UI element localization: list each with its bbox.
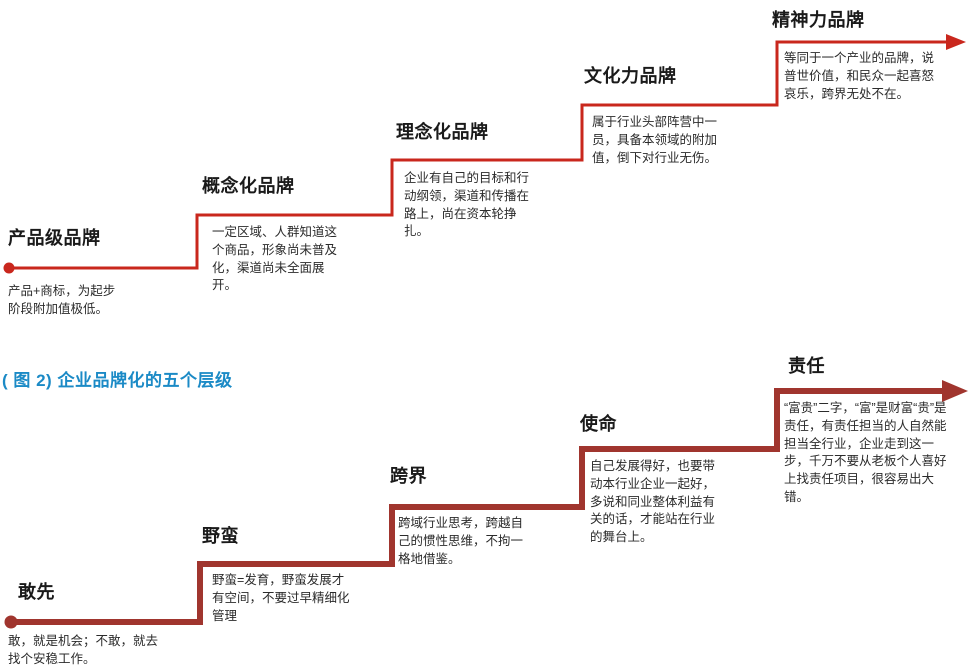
stage-step-5-description: “富贵”二字，“富”是财富“贵”是责任，有责任担当的人自然能担当全行业，企业走到…	[784, 401, 947, 504]
stage-step-3-description: 跨域行业思考，跨越自己的惯性思维，不拘一格地借鉴。	[398, 516, 524, 566]
figure-caption: ( 图 2) 企业品牌化的五个层级	[2, 371, 233, 390]
stage-step-3-title: 跨界	[390, 466, 427, 486]
brand-step-1-description: 产品+商标，为起步阶段附加值极低。	[8, 284, 116, 316]
brand-step-1-title: 产品级品牌	[8, 228, 101, 248]
brand-staircase-line	[3, 34, 966, 274]
brand-step-3-description: 企业有自己的目标和行动纲领，渠道和传播在路上，尚在资本轮挣扎。	[404, 171, 530, 239]
brand-step-4-title: 文化力品牌	[584, 66, 677, 86]
stage-step-5-title: 责任	[788, 356, 825, 376]
stage-step-4-title: 使命	[580, 414, 617, 434]
stage-staircase-line	[4, 380, 968, 629]
arrowhead-top-icon	[946, 34, 966, 50]
brand-step-5-title: 精神力品牌	[772, 10, 865, 30]
brand-step-4-description: 属于行业头部阵营中一员，具备本领域的附加值，倒下对行业无伤。	[592, 115, 718, 165]
stage-step-2-description: 野蛮=发育，野蛮发展才有空间，不要过早精细化管理	[212, 573, 350, 623]
brand-step-3-title: 理念化品牌	[396, 122, 489, 142]
stage-step-4-description: 自己发展得好，也要带动本行业企业一起好，多说和同业整体利益有关的话，才能站在行业…	[590, 459, 716, 544]
stage-step-1-title: 敢先	[18, 582, 55, 602]
stage-step-2-title: 野蛮	[202, 526, 239, 546]
start-dot-bottom	[4, 615, 18, 629]
start-dot-top	[3, 262, 15, 274]
arrowhead-bottom-icon	[942, 380, 968, 402]
brand-step-2-description: 一定区域、人群知道这个商品，形象尚未普及化，渠道尚未全面展开。	[212, 225, 338, 293]
brand-step-2-title: 概念化品牌	[202, 176, 295, 196]
brand-step-5-description: 等同于一个产业的品牌，说普世价值，和民众一起喜怒哀乐，跨界无处不在。	[784, 51, 935, 101]
stage-step-1-description: 敢，就是机会；不敢，就去找个安稳工作。	[8, 634, 159, 666]
